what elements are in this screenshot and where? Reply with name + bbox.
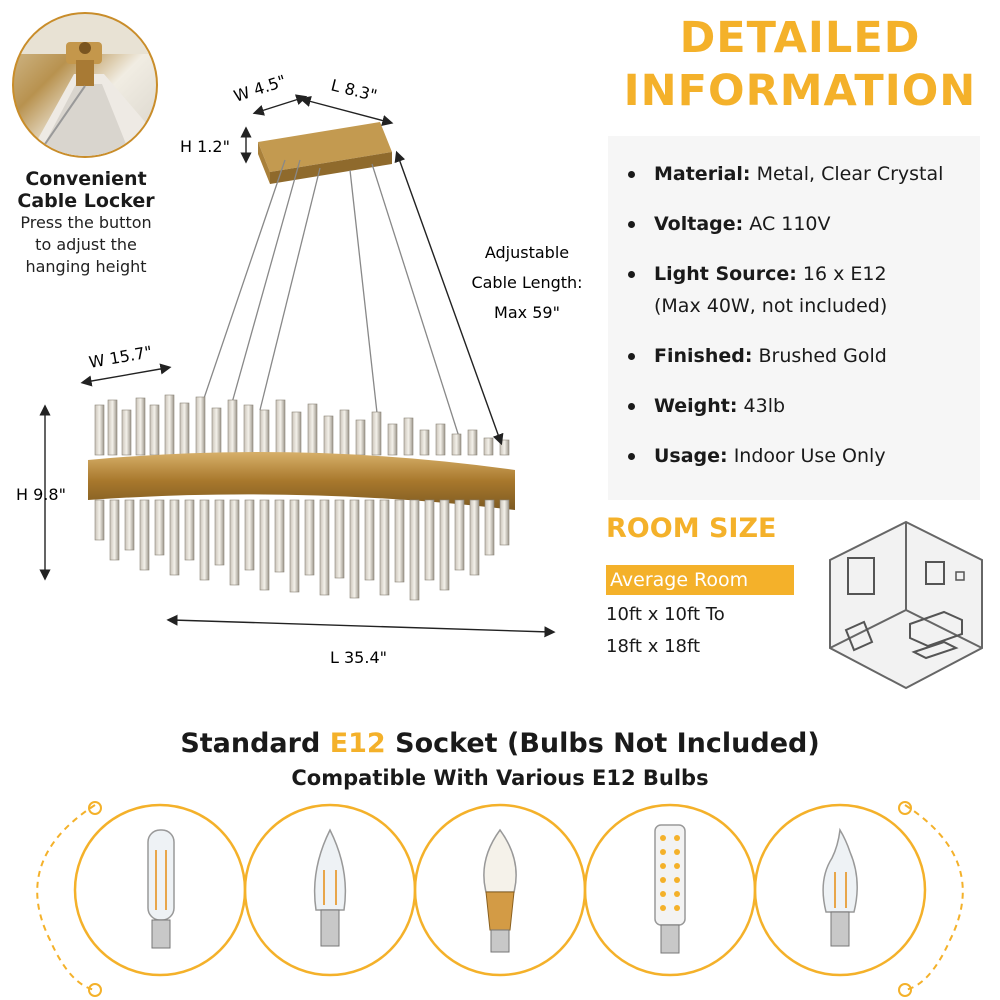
body-length-label: L 35.4" <box>330 648 387 667</box>
spec-value: 16 x E12 <box>802 263 887 285</box>
spec-panel: Material: Metal, Clear Crystal Voltage: … <box>608 136 980 500</box>
canopy-height-label: H 1.2" <box>180 137 230 156</box>
title-line-2: INFORMATION <box>623 66 977 116</box>
candle-filament-bulb-icon <box>313 828 347 947</box>
cable-locker-desc-2: to adjust the <box>35 235 137 254</box>
spec-label: Weight: <box>654 395 738 417</box>
gold-base-led-candle-bulb-icon <box>483 828 517 953</box>
cable-length-label-2: Cable Length: <box>471 273 582 292</box>
room-size-line-1: 10ft x 10ft To <box>606 604 725 625</box>
body-width-label: W 15.7" <box>87 342 153 372</box>
spec-label: Finished: <box>654 345 753 367</box>
spec-item-finished: Finished: Brushed Gold <box>626 340 976 372</box>
spec-label: Material: <box>654 163 751 185</box>
page-title: DETAILED INFORMATION <box>600 12 1000 118</box>
spec-list: Material: Metal, Clear Crystal Voltage: … <box>626 158 976 490</box>
spec-label: Usage: <box>654 445 728 467</box>
cable-locker-desc-3: hanging height <box>25 257 147 276</box>
body-height-label: H 9.8" <box>16 485 66 504</box>
cable-locker-title-2: Cable Locker <box>17 190 155 212</box>
canopy-width-label: W 4.5" <box>231 71 288 106</box>
cable-locker-title: Convenient <box>25 168 147 190</box>
socket-subheading: Compatible With Various E12 Bulbs <box>291 766 709 790</box>
spec-item-voltage: Voltage: AC 110V <box>626 208 976 240</box>
spec-label: Voltage: <box>654 213 744 235</box>
spec-item-usage: Usage: Indoor Use Only <box>626 440 976 472</box>
socket-heading-pre: Standard <box>180 728 330 759</box>
room-icon <box>829 520 983 690</box>
bulb-circle <box>753 803 927 977</box>
spec-value: Metal, Clear Crystal <box>756 163 944 185</box>
socket-heading-accent: E12 <box>329 728 386 759</box>
flame-tip-filament-bulb-icon <box>822 827 858 947</box>
spec-label: Light Source: <box>654 263 797 285</box>
spec-value: Brushed Gold <box>758 345 887 367</box>
cable-locker-caption: Convenient Cable Locker Press the button… <box>0 168 172 278</box>
socket-heading-post: Socket (Bulbs Not Included) <box>385 728 820 759</box>
chandelier-image: W 4.5" L 8.3" H 1.2" W 15.7" H 9.8" L 35… <box>16 71 583 667</box>
spec-item-material: Material: Metal, Clear Crystal <box>626 158 976 190</box>
compatible-bulbs <box>36 801 964 997</box>
room-size-title: ROOM SIZE <box>606 513 777 544</box>
spec-value: AC 110V <box>749 213 831 235</box>
canopy-length-label: L 8.3" <box>329 75 379 105</box>
corn-led-bulb-icon <box>654 824 686 954</box>
room-size-badge: Average Room <box>606 565 794 595</box>
spec-value-note: (Max 40W, not included) <box>654 295 888 317</box>
tubular-filament-bulb-icon <box>147 829 175 949</box>
cable-locker-desc-1: Press the button <box>20 213 152 232</box>
spec-item-weight: Weight: 43lb <box>626 390 976 422</box>
spec-value: Indoor Use Only <box>733 445 886 467</box>
spec-item-light-source: Light Source: 16 x E12 (Max 40W, not incl… <box>626 258 976 322</box>
socket-heading: Standard E12 Socket (Bulbs Not Included) <box>0 728 1000 759</box>
spec-value: 43lb <box>743 395 786 417</box>
room-size-line-2: 18ft x 18ft <box>606 636 701 657</box>
cable-length-label-1: Adjustable <box>485 243 569 262</box>
cable-length-label-3: Max 59" <box>494 303 560 322</box>
title-line-1: DETAILED <box>679 13 921 63</box>
